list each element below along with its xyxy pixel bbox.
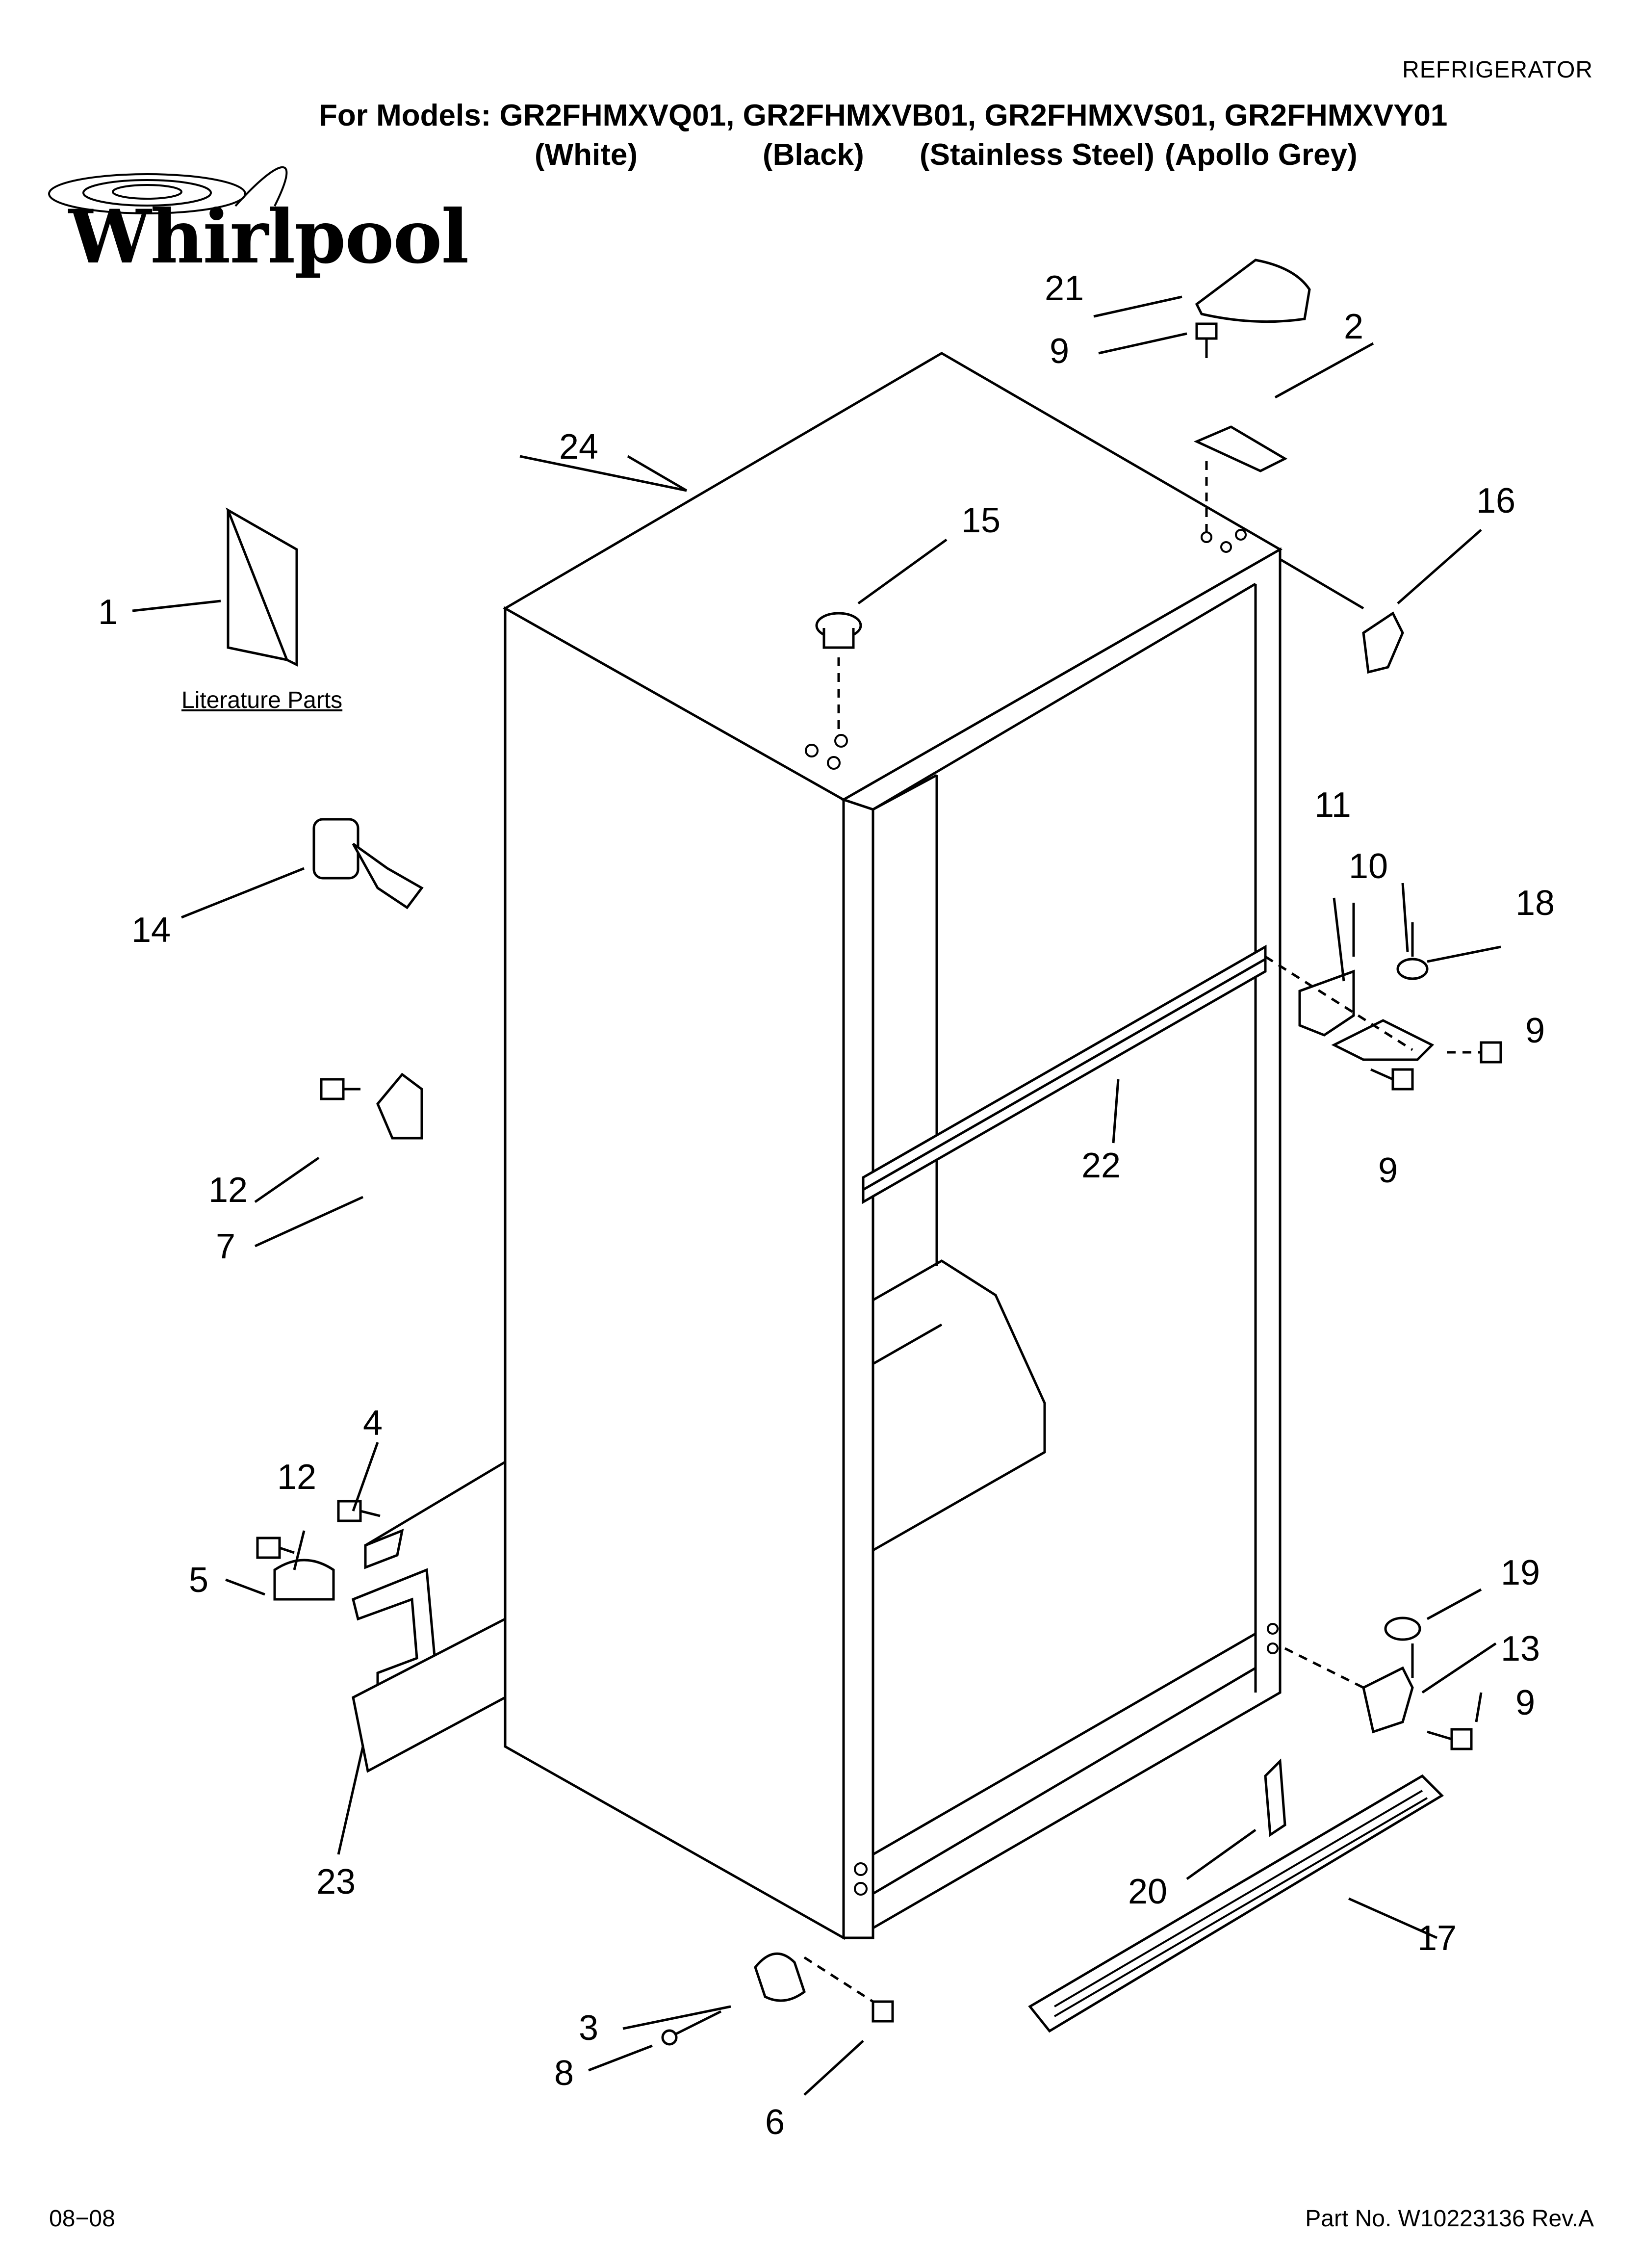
- callout-12-lower: 12: [277, 1458, 316, 1497]
- models-line: For Models: GR2FHMXVQ01, GR2FHMXVB01, GR…: [319, 99, 1448, 132]
- washer-icon: [1384, 1616, 1421, 1641]
- color-white: (White): [535, 138, 638, 172]
- callout-9-mid-right: 9: [1525, 1011, 1545, 1050]
- center-rail: [862, 944, 1267, 1204]
- callout-21: 21: [1045, 269, 1084, 308]
- screw-icon: [337, 1500, 381, 1522]
- callout-10: 10: [1349, 847, 1388, 886]
- screw-icon: [1447, 1041, 1502, 1064]
- pin-icon: [661, 2010, 722, 2046]
- callout-arrows: [132, 295, 1501, 2096]
- callout-16: 16: [1476, 481, 1515, 521]
- part-number: Part No. W10223136 Rev.A: [1305, 2206, 1594, 2232]
- plug-icon: [815, 612, 862, 731]
- screw-icon: [872, 2000, 894, 2023]
- callout-2: 2: [1344, 307, 1363, 346]
- literature-parts-label: Literature Parts: [181, 687, 343, 713]
- callout-19: 19: [1501, 1553, 1540, 1592]
- screw-icon: [1195, 322, 1218, 358]
- model-colors: (White) (Black) (Stainless Steel) (Apoll…: [0, 137, 1642, 177]
- hinge-cover-icon: [1195, 259, 1311, 323]
- callout-7: 7: [216, 1227, 235, 1266]
- callout-6: 6: [765, 2103, 785, 2142]
- callout-17: 17: [1417, 1919, 1457, 1958]
- grille-clip-icon: [1264, 1758, 1286, 1837]
- callout-8: 8: [554, 2054, 574, 2093]
- screw-icon: [256, 1537, 295, 1559]
- callout-9-mid-lower: 9: [1378, 1151, 1398, 1190]
- top-hinge-icon: [1193, 425, 1288, 535]
- callout-3: 3: [579, 2008, 598, 2048]
- cabinet-body: [502, 352, 1283, 1940]
- whirlpool-logo: Whirlpool: [69, 194, 469, 280]
- color-black: (Black): [763, 138, 864, 172]
- callout-5: 5: [189, 1561, 208, 1600]
- callout-4: 4: [363, 1404, 383, 1443]
- door-clip-icon: [376, 1072, 423, 1140]
- bracket-clamp-icon: [273, 1559, 335, 1601]
- callout-9-bottom: 9: [1515, 1683, 1535, 1722]
- revision-date: 08−08: [49, 2206, 115, 2232]
- screw-icon: [320, 1078, 360, 1100]
- callout-22: 22: [1081, 1146, 1121, 1185]
- callout-13: 13: [1501, 1629, 1540, 1668]
- base-grille-icon: [1028, 1774, 1444, 2033]
- color-apollo-grey: (Apollo Grey): [1165, 138, 1358, 172]
- lower-hinge-bracket-icon: [352, 1568, 507, 1773]
- screw-icon: [1427, 1728, 1473, 1750]
- callout-18: 18: [1515, 884, 1555, 923]
- washer-icon: [1396, 922, 1429, 980]
- callout-15: 15: [961, 501, 1001, 540]
- callout-14: 14: [131, 911, 171, 950]
- callout-9-top: 9: [1050, 332, 1069, 371]
- clip-icon: [1279, 558, 1404, 674]
- callout-23: 23: [316, 1862, 356, 1902]
- leveler-bracket-icon: [754, 1952, 874, 2003]
- mount-bracket-icon: [364, 1460, 506, 1569]
- callout-24: 24: [559, 427, 598, 467]
- callout-20: 20: [1128, 1872, 1167, 1911]
- callout-11: 11: [1314, 785, 1351, 825]
- screw-icon: [1370, 1068, 1414, 1091]
- callout-12-upper: 12: [208, 1171, 248, 1210]
- bottom-hinge-icon: [1284, 1643, 1414, 1734]
- callout-numbers: 1 2 3 4 5 6 7 8 9 9 9 9 10 11 12 12 13 1…: [98, 269, 1555, 2142]
- door-stop-icon: [312, 818, 424, 910]
- whirlpool-swirl-icon: [48, 166, 288, 214]
- callout-1: 1: [98, 593, 118, 632]
- center-hinge-icon: [1264, 955, 1435, 1061]
- literature-booklet-icon: [226, 507, 298, 667]
- color-stainless: (Stainless Steel): [920, 138, 1155, 172]
- document-category: REFRIGERATOR: [1402, 57, 1593, 83]
